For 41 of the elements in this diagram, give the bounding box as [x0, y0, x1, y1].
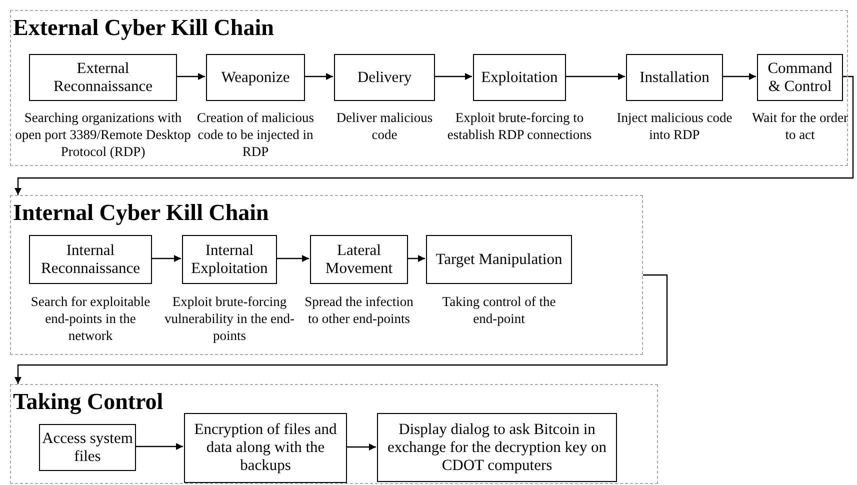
- process-box: Internal Reconnaissance: [29, 235, 152, 284]
- arrow: [346, 444, 376, 450]
- process-box: Installation: [626, 54, 723, 101]
- arrow: [722, 73, 756, 80]
- step-description: Wait for the order to act: [752, 109, 848, 143]
- process-box: Access system files: [39, 424, 136, 471]
- step-description: Exploit brute-forcing to establish RDP connections: [446, 109, 593, 143]
- step-description: Creation of malicious code to be injected in RDP: [196, 109, 315, 160]
- section-frame: [10, 384, 658, 484]
- arrow: [176, 73, 205, 80]
- arrow: [14, 274, 668, 384]
- process-box: Weaponize: [206, 54, 305, 101]
- process-box: Internal Exploitation: [182, 235, 277, 284]
- process-box: Exploitation: [473, 54, 566, 101]
- arrow: [434, 73, 472, 80]
- arrow: [304, 73, 333, 80]
- arrow: [276, 255, 309, 262]
- arrow: [151, 255, 181, 262]
- section-title: External Cyber Kill Chain: [13, 15, 274, 41]
- step-description: Spread the infection to other end-points: [304, 293, 414, 327]
- step-description: Exploit brute-forcing vulnerability in the end-points: [163, 293, 296, 344]
- section-title: Internal Cyber Kill Chain: [13, 200, 269, 226]
- process-box: External Reconnaissance: [29, 54, 177, 101]
- process-box: Encryption of files and data along with the backups: [184, 413, 347, 483]
- section-title: Taking Control: [13, 389, 164, 415]
- arrow: [565, 73, 625, 80]
- step-description: Searching organizations with open port 3389/Remote Desktop Protocol (RDP): [14, 109, 192, 160]
- process-box: Target Manipulation: [426, 235, 572, 284]
- step-description: Inject malicious code into RDP: [616, 109, 734, 143]
- step-description: Search for exploitable end-points in the network: [30, 293, 152, 344]
- arrow: [407, 255, 425, 262]
- process-box: Delivery: [334, 54, 435, 101]
- arrow: [14, 76, 854, 195]
- section-frame: [10, 195, 643, 355]
- process-box: Command & Control: [757, 54, 843, 101]
- step-description: Taking control of the end-point: [441, 293, 557, 327]
- process-box: Display dialog to ask Bitcoin in exchange for the decryption key on CDOT computers: [377, 413, 617, 482]
- section-frame: [10, 10, 848, 166]
- step-description: Deliver malicious code: [335, 109, 434, 143]
- process-box: Lateral Movement: [310, 235, 408, 284]
- arrow: [135, 443, 183, 450]
